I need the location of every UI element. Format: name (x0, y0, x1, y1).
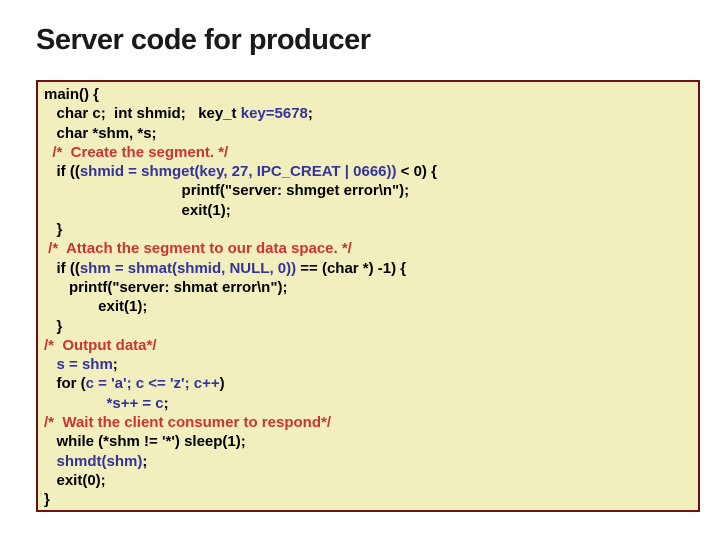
code-segment: *s++ = c (106, 394, 164, 412)
code-line: /* Wait the client consumer to respond*/ (44, 413, 692, 432)
code-segment: if (( (44, 259, 80, 277)
code-segment: c = 'a'; c <= 'z'; c++ (85, 375, 220, 393)
code-line: for (c = 'a'; c <= 'z'; c++) (44, 374, 692, 393)
code-line: char *shm, *s; (44, 124, 692, 143)
code-segment: } (44, 317, 63, 335)
code-line: *s++ = c; (44, 394, 692, 413)
code-segment (44, 356, 57, 373)
code-line: /* Create the segment. */ (44, 143, 692, 162)
code-segment: shmdt(shm) (56, 452, 143, 470)
code-segment: if (( (44, 163, 80, 181)
code-line: /* Attach the segment to our data space.… (44, 239, 692, 258)
code-segment: } (44, 491, 50, 509)
code-segment: ; (142, 452, 148, 470)
code-segment: == (char *) -1) { (296, 259, 407, 277)
code-line: } (44, 317, 692, 336)
code-line: exit(1); (44, 297, 692, 316)
code-segment: for ( (44, 375, 86, 393)
code-segment: while (*shm != '*') sleep(1); (44, 433, 246, 451)
code-segment: ) (219, 375, 225, 393)
code-segment: ; (163, 394, 169, 412)
code-segment: /* Create the segment. */ (44, 143, 229, 161)
code-line: if ((shmid = shmget(key, 27, IPC_CREAT |… (44, 162, 692, 181)
code-line: if ((shm = shmat(shmid, NULL, 0)) == (ch… (44, 259, 692, 278)
code-line: } (44, 490, 692, 509)
code-line: while (*shm != '*') sleep(1); (44, 432, 692, 451)
code-line: /* Output data*/ (44, 336, 692, 355)
code-segment (44, 395, 107, 412)
code-line: printf("server: shmat error\n"); (44, 278, 692, 297)
code-line: main() { (44, 85, 692, 104)
code-segment (44, 453, 57, 470)
code-segment: exit(1); (44, 298, 148, 316)
code-segment: shm = shmat(shmid, NULL, 0)) (79, 259, 297, 277)
code-box: main() { char c; int shmid; key_t key=56… (36, 80, 700, 512)
code-line: exit(0); (44, 471, 692, 490)
code-segment: exit(0); (44, 471, 106, 489)
code-segment: s = shm (56, 356, 113, 374)
code-line: } (44, 220, 692, 239)
code-line: s = shm; (44, 355, 692, 374)
code-segment: /* Output data*/ (44, 336, 157, 354)
code-segment: ; (307, 105, 313, 123)
code-segment: main() { (44, 86, 100, 103)
code-segment: ; (112, 356, 118, 374)
code-segment: exit(1); (44, 201, 231, 219)
slide-title: Server code for producer (36, 24, 371, 56)
code-segment: key=5678 (240, 105, 308, 123)
code-segment: shmid = shmget(key, 27, IPC_CREAT | 0666… (79, 163, 397, 181)
code-segment: < 0) { (396, 163, 437, 181)
code-line: char c; int shmid; key_t key=5678; (44, 104, 692, 123)
code-segment: /* Attach the segment to our data space.… (44, 240, 352, 258)
code-line: printf("server: shmget error\n"); (44, 181, 692, 200)
code-segment: printf("server: shmat error\n"); (44, 278, 288, 296)
code-segment: printf("server: shmget error\n"); (44, 182, 410, 200)
code-segment: char *shm, *s; (44, 124, 157, 142)
code-line: exit(1); (44, 201, 692, 220)
code-segment: char c; int shmid; key_t (44, 105, 241, 123)
code-segment: } (44, 221, 63, 239)
code-line: shmdt(shm); (44, 452, 692, 471)
code-segment: /* Wait the client consumer to respond*/ (44, 414, 331, 432)
